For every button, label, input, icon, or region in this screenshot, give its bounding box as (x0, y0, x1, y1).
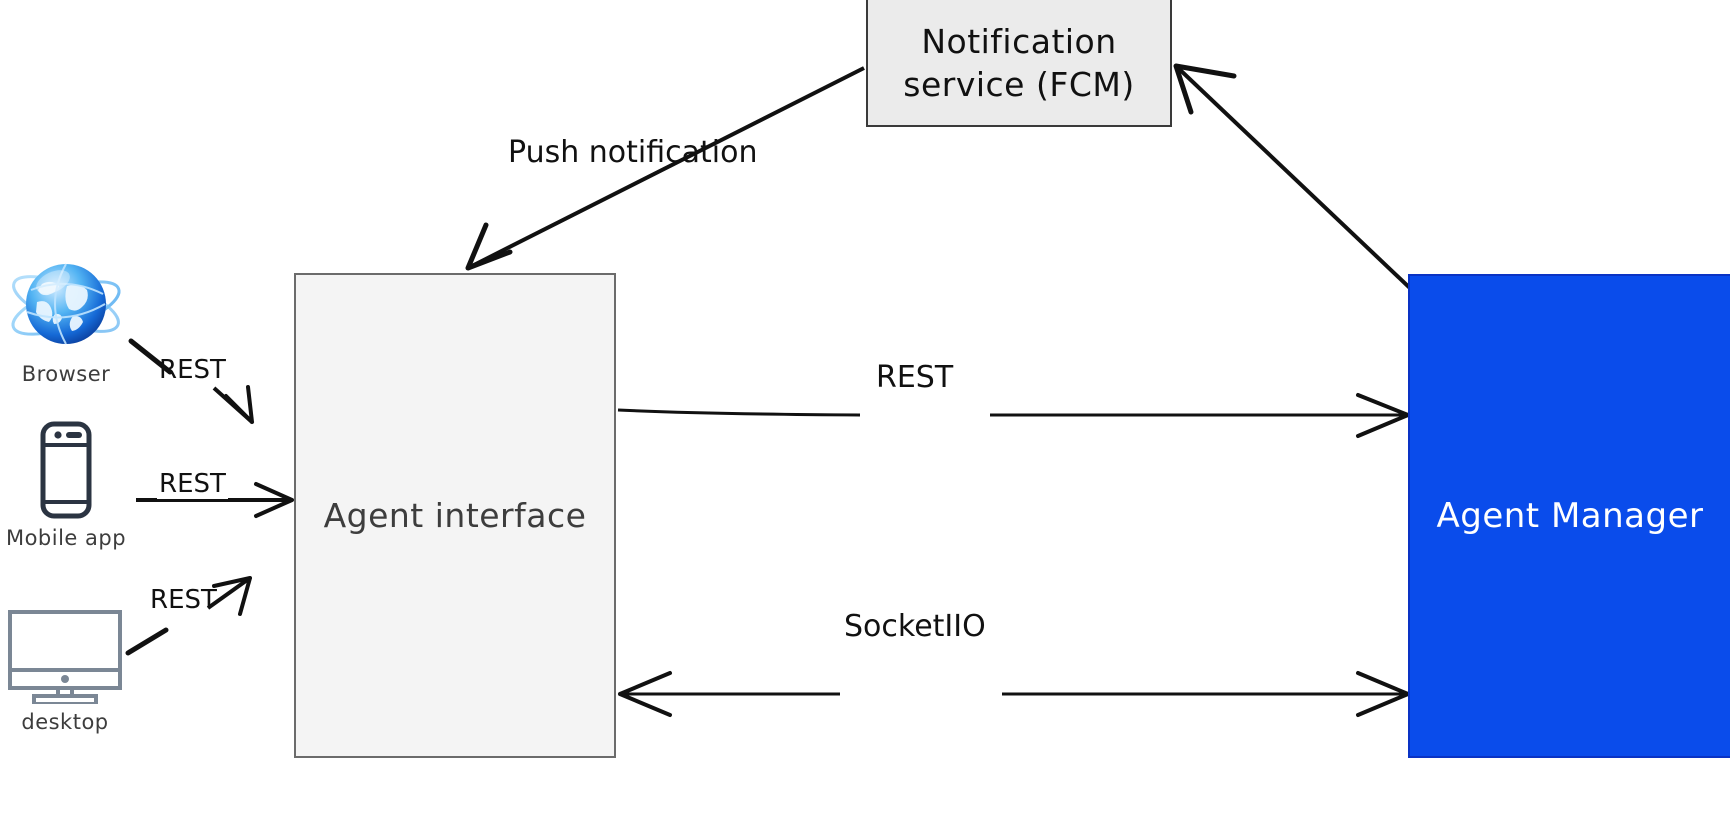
edge-rest-main (617, 393, 1410, 438)
client-desktop-caption: desktop (21, 710, 109, 734)
edge-label-rest-desktop: REST (150, 585, 217, 615)
edge-rest-mobile (136, 482, 294, 518)
globe-icon (11, 263, 121, 345)
client-mobile-app-caption: Mobile app (5, 526, 127, 550)
node-agent-manager-label: Agent Manager (1436, 496, 1704, 536)
notification-service-line-1: Notification (921, 22, 1117, 62)
client-mobile-app[interactable]: Mobile app (4, 420, 128, 550)
edge-socketio (618, 671, 1410, 717)
edge-label-rest-mobile: REST (157, 469, 228, 499)
edge-push-notification (465, 66, 865, 271)
node-agent-interface[interactable]: Agent interface (294, 273, 616, 758)
edge-rest-desktop (125, 576, 252, 656)
edge-label-socketio: SocketIIO (836, 609, 994, 644)
client-desktop[interactable]: desktop (0, 608, 130, 734)
notification-service-line-2: service (FCM) (903, 64, 1135, 104)
mobile-phone-icon (40, 421, 92, 519)
edge-rest-browser (128, 338, 254, 424)
node-notification-service-label: Notification service (FCM) (903, 15, 1134, 105)
client-browser[interactable]: Browser (4, 252, 128, 386)
node-agent-interface-label: Agent interface (323, 496, 587, 535)
client-browser-caption: Browser (21, 362, 111, 386)
edge-label-rest-browser: REST (159, 355, 226, 385)
node-agent-manager[interactable]: Agent Manager (1408, 274, 1730, 758)
edge-manager-to-fcm (1173, 63, 1414, 292)
edge-label-push-notification: Push notification (508, 135, 758, 170)
node-notification-service[interactable]: Notification service (FCM) (866, 0, 1172, 127)
desktop-monitor-icon (8, 610, 122, 704)
edge-label-rest-main: REST (868, 360, 962, 395)
